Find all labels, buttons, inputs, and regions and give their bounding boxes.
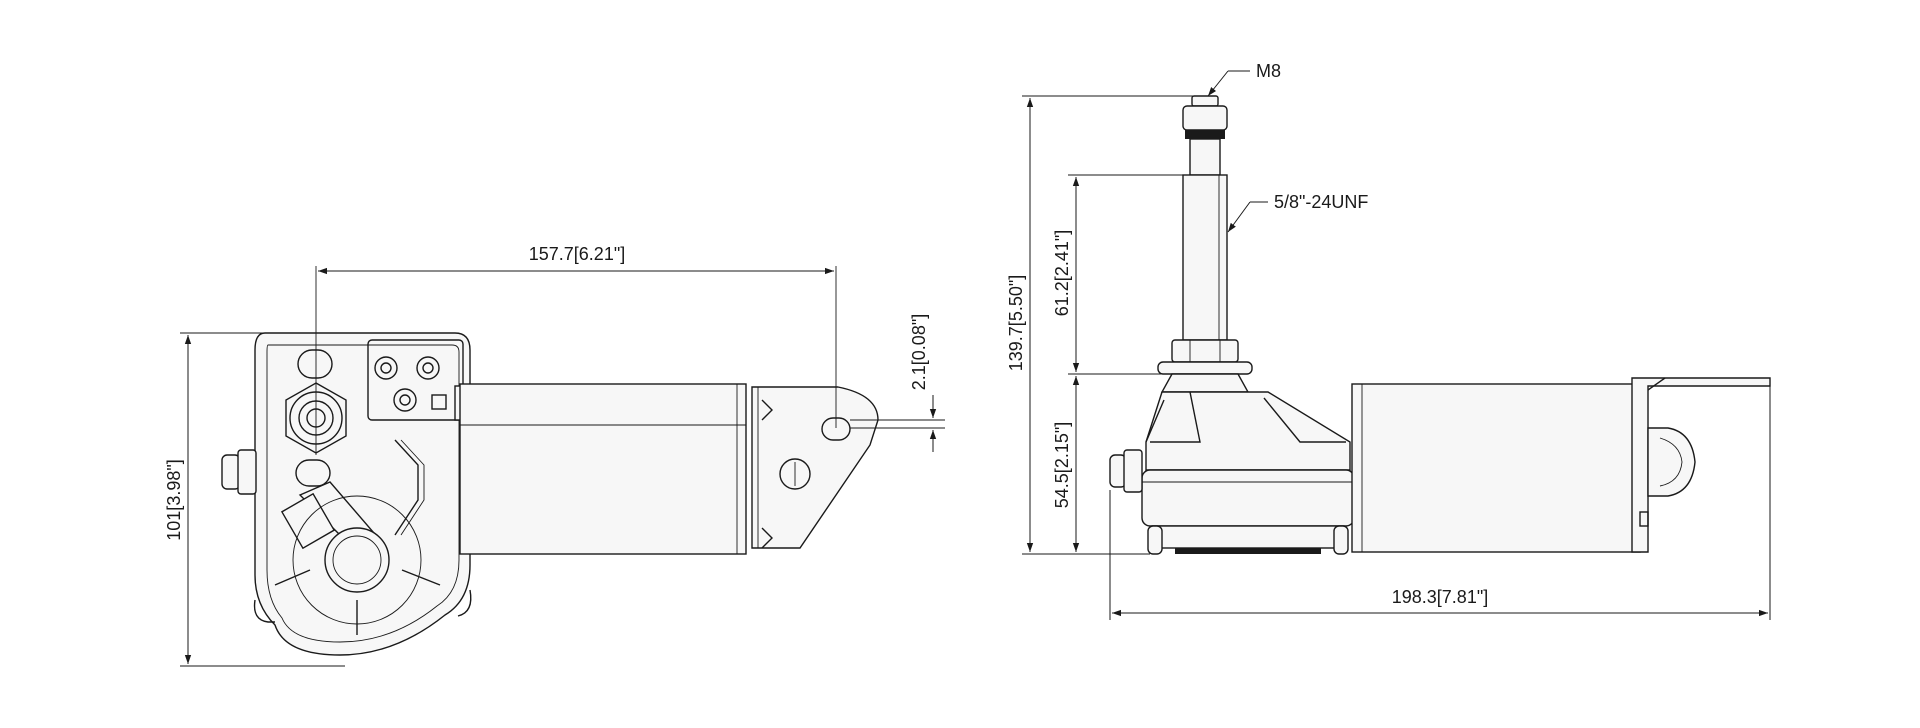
terminal-1 xyxy=(374,356,398,380)
dim-shaft-length-text: 61.2[2.41"] xyxy=(1052,230,1072,316)
end-bracket-tab-bot xyxy=(761,527,773,549)
dim-shaft-length-value: 61.2 xyxy=(1052,281,1072,316)
callout-m8: M8 xyxy=(1207,61,1281,97)
top-washer xyxy=(1185,130,1225,139)
dim-length-inch: [6.21"] xyxy=(574,244,625,264)
dim-overall-length-inch: [7.81"] xyxy=(1437,587,1488,607)
dim-shaft-length: 61.2[2.41"] xyxy=(1052,174,1183,375)
side-bracket-diag xyxy=(1647,377,1666,391)
callout-unf: 5/8"-24UNF xyxy=(1227,192,1368,233)
dim-height: 101[3.98"] xyxy=(164,332,345,667)
top-nut-cap xyxy=(1191,95,1219,107)
housing-foot-left xyxy=(253,599,275,623)
side-base-foot-r xyxy=(1333,525,1349,555)
dim-overall-height-text: 139.7[5.50"] xyxy=(1006,275,1026,371)
terminal-3-core xyxy=(399,394,411,406)
dim-overall-length-value: 198.3 xyxy=(1392,587,1437,607)
side-gearbox-rib-c xyxy=(1150,391,1201,443)
gear-spoke-left xyxy=(274,569,311,586)
terminal-3 xyxy=(393,388,417,412)
end-bracket xyxy=(751,386,879,549)
gear-hub xyxy=(324,527,390,593)
gearbox-housing xyxy=(254,332,471,656)
dim-overall-height-inch: [5.50"] xyxy=(1006,275,1026,326)
front-view: 157.7[6.21"] 101[3.98"] 2.1[0.08"] xyxy=(164,244,945,667)
side-base-foot-l xyxy=(1147,525,1163,555)
dim-length: 157.7[6.21"] xyxy=(318,244,834,275)
callout-unf-text: 5/8"-24UNF xyxy=(1274,192,1368,212)
lower-slot xyxy=(295,459,331,487)
side-bolt-nut xyxy=(237,449,257,495)
dim-base-height-value: 54.5 xyxy=(1052,473,1072,508)
side-base xyxy=(1151,525,1345,549)
dim-base-height: 54.5[2.15"] xyxy=(1052,376,1080,552)
upper-slot xyxy=(297,349,333,379)
dim-height-inch: [3.98"] xyxy=(164,459,184,510)
gear-hub-inner xyxy=(332,535,382,585)
top-nut xyxy=(1182,105,1228,131)
base-boss xyxy=(1160,373,1250,393)
end-cap-inner xyxy=(1659,437,1683,487)
gear-spoke-right xyxy=(401,569,441,586)
housing-foot-right xyxy=(457,589,472,617)
end-cap-dome xyxy=(1647,427,1696,497)
dim-height-value: 101 xyxy=(164,511,184,541)
callout-m8-text: M8 xyxy=(1256,61,1281,81)
terminal-plate xyxy=(367,339,464,421)
side-gearbox-rib-l xyxy=(1145,399,1165,443)
side-gearbox xyxy=(1145,391,1351,471)
dim-base-height-text: 54.5[2.15"] xyxy=(1052,422,1072,508)
dim-length-value: 157.7 xyxy=(529,244,574,264)
dim-offset-value: 2.1 xyxy=(909,365,929,390)
dim-overall-length: 198.3[7.81"] xyxy=(1109,386,1771,620)
side-motor-body xyxy=(1351,383,1641,553)
dim-base-height-inch: [2.15"] xyxy=(1052,422,1072,473)
dim-offset-inch: [0.08"] xyxy=(909,314,929,365)
side-view: 139.7[5.50"] 61.2[2.41"] 54.5[2.15"] xyxy=(1006,61,1771,620)
shaft-top xyxy=(1189,138,1221,176)
dim-overall-length-text: 198.3[7.81"] xyxy=(1392,587,1488,607)
end-cap-tab xyxy=(1639,511,1649,527)
dim-overall-height-value: 139.7 xyxy=(1006,326,1026,371)
end-hole xyxy=(779,458,811,490)
linkage-spring-2 xyxy=(400,439,425,536)
motor-body xyxy=(459,383,747,555)
shaft-washer xyxy=(1157,361,1253,375)
shaft-nut xyxy=(1171,339,1239,363)
side-base-bottom xyxy=(1175,548,1321,554)
dim-height-text: 101[3.98"] xyxy=(164,459,184,540)
dim-overall-height: 139.7[5.50"] xyxy=(1006,95,1205,555)
side-bolt-nut-r xyxy=(1123,449,1143,493)
dim-shaft-length-inch: [2.41"] xyxy=(1052,230,1072,281)
side-bracket xyxy=(1631,377,1771,553)
terminal-1-core xyxy=(380,362,392,374)
terminal-tab xyxy=(431,394,447,410)
dim-offset-text: 2.1[0.08"] xyxy=(909,314,929,390)
side-gearbox-rib-r xyxy=(1263,397,1346,443)
terminal-2-core xyxy=(422,362,434,374)
end-bracket-tab-top xyxy=(761,399,773,421)
dim-length-text: 157.7[6.21"] xyxy=(529,244,625,264)
dim-offset: 2.1[0.08"] xyxy=(850,314,945,452)
side-housing xyxy=(1141,469,1355,527)
main-shaft xyxy=(1182,174,1228,341)
terminal-2 xyxy=(416,356,440,380)
linkage-spring xyxy=(394,439,419,536)
linkage-block xyxy=(280,492,336,550)
